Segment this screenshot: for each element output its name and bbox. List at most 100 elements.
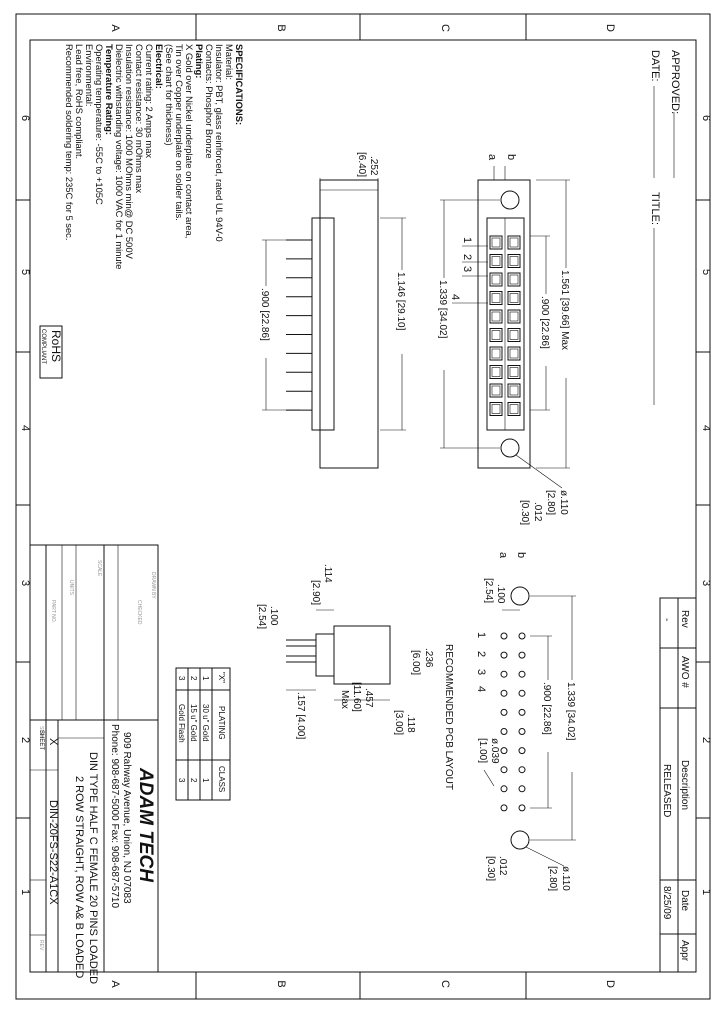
spec-line: Temperature Rating: <box>104 44 115 135</box>
zone-letter: A <box>109 980 121 988</box>
approved-label: APPROVED: <box>669 50 681 114</box>
pcb-hole <box>518 804 526 812</box>
dim-end-b: .236 <box>423 648 434 668</box>
contact-inner <box>491 311 501 322</box>
pcb-hole <box>500 689 508 697</box>
pcb-hole <box>518 728 526 735</box>
dim-end-d-mm: [11.60] <box>351 682 362 712</box>
zone-letter: B <box>275 980 287 987</box>
pcb-dim-hole-mm: [1.00] <box>477 738 488 763</box>
zone-number: 4 <box>700 425 712 431</box>
pcb-dim-mh: ø.110 <box>560 866 571 891</box>
contact-inner <box>491 404 501 414</box>
contact-cell <box>489 383 503 398</box>
dim-end-e: .157 [4.00] <box>295 692 306 739</box>
part-number: DIN-20FS-S22-A1CX <box>47 800 59 905</box>
faint-label: SIZE <box>38 726 44 738</box>
faint-label: SCALE <box>96 560 102 577</box>
spec-line: Insulation resistance: 1000 MOhms min@ D… <box>124 44 135 260</box>
zone-number: 6 <box>19 115 31 121</box>
contact-inner <box>509 367 519 377</box>
spec-line: Contact resistance: 30 mOhms max <box>134 44 145 193</box>
contact-cell <box>507 402 521 416</box>
company-name: ADAM TECH <box>135 767 156 883</box>
date-label: DATE: <box>649 50 661 82</box>
faint-label: CHECKED <box>136 600 142 625</box>
dim-end-a-mm: [2.90] <box>310 580 321 605</box>
pcb-dim-tol: .012 <box>497 856 508 876</box>
spec-line: (See chart for thickness) <box>164 44 175 146</box>
rev-header: Rev <box>679 610 690 628</box>
specs-heading: SPECIFICATIONS: <box>234 44 245 125</box>
contact-inner <box>491 330 501 340</box>
pcb-hole-grid <box>500 632 526 812</box>
pcb-hole <box>518 785 526 793</box>
dim-mounting-center: 1.339 [34.02] <box>437 280 448 339</box>
dim-end-c-mm: [3.00] <box>393 710 404 735</box>
zone-letter: D <box>604 980 616 988</box>
zone-number: 3 <box>700 580 712 586</box>
pcb-hole <box>518 632 526 640</box>
contact-inner <box>509 404 519 414</box>
plating-cell: 15 u" Gold <box>189 704 198 742</box>
description-value: RELEASED <box>661 764 672 817</box>
zone-number: 6 <box>700 115 712 121</box>
contact-inner <box>509 311 519 322</box>
dim-body-length: 1.146 [29.10] <box>395 272 406 331</box>
sheet-frame <box>15 13 711 1000</box>
contact-inner <box>491 274 501 285</box>
plating-cell: 1 <box>201 676 210 681</box>
connector-side-view: .252 [6.40] 1.146 [29.10] .900 [22.86] <box>259 152 410 469</box>
date-header: Date <box>679 890 690 912</box>
contact-cell <box>489 365 503 379</box>
zone-number: 1 <box>19 889 31 895</box>
pcb-mounting-hole <box>510 830 530 850</box>
pcb-row-b: b <box>515 552 527 558</box>
contact-cell <box>507 291 521 305</box>
contact-inner <box>509 256 519 266</box>
dim-end-b-mm: [6.00] <box>410 650 421 675</box>
plating-table: "X" PLATING CLASS 1 30 u" Gold 1 2 15 u"… <box>175 667 231 801</box>
pcb-layout: RECOMMENDED PCB LAYOUT b a 1 2 3 4 1.339… <box>443 552 580 891</box>
date-value: 8/25/09 <box>661 886 672 920</box>
zone-letter: D <box>604 24 616 32</box>
pcb-hole <box>500 708 508 716</box>
zone-letters: A B C D A B C D <box>109 24 616 988</box>
pcb-dim-row-mm: [2.54] <box>483 578 494 603</box>
specifications: SPECIFICATIONS: Material: Insulator: PBT… <box>64 44 245 269</box>
rohs-mark: RoHS COMPLIANT <box>39 325 63 379</box>
pcb-hole <box>518 670 526 678</box>
pin-label: 3 <box>461 266 473 272</box>
dim-side-width-mm: [6.40] <box>356 152 367 177</box>
contact-cell <box>489 328 503 342</box>
company-address: 909 Rahway Avenue, Union, NJ 07083 <box>121 732 132 904</box>
pin-label: 1 <box>461 237 473 243</box>
spec-line: Lead free, RoHS compliant. <box>74 44 85 159</box>
contact-inner <box>491 348 501 359</box>
size-cell: X <box>47 738 59 746</box>
title-label: TITLE: <box>649 192 661 225</box>
connector-end-view: .114 [2.90] .236 [6.00] .118 [3.00] .457… <box>256 564 434 739</box>
pcb-dim-pitch: .900 [22.86] <box>541 682 552 735</box>
dim-end-a: .114 <box>322 564 333 583</box>
row-label-b: b <box>505 154 517 160</box>
dim-pin-span: .900 [22.86] <box>259 288 270 341</box>
pcb-pin-label: 1 <box>475 632 487 638</box>
dim-hole-tol: .012 <box>532 502 543 522</box>
zone-number: 5 <box>700 269 712 275</box>
pcb-hole <box>500 651 508 659</box>
contact-inner <box>509 385 519 396</box>
contact-grid <box>489 235 521 416</box>
zone-letter: C <box>439 24 451 32</box>
pcb-hole <box>500 747 508 755</box>
zone-number: 4 <box>19 425 31 431</box>
contact-cell <box>489 272 503 287</box>
rohs-compliant: COMPLIANT <box>40 329 46 364</box>
faint-label: PART NO. <box>50 600 56 623</box>
dim-end-d: .457 <box>363 688 374 708</box>
zone-number: 1 <box>700 889 712 895</box>
faint-label: REV <box>38 940 44 951</box>
pcb-hole <box>518 689 526 697</box>
zone-letter: C <box>439 980 451 988</box>
plating-cell: Gold Flash <box>177 704 186 743</box>
